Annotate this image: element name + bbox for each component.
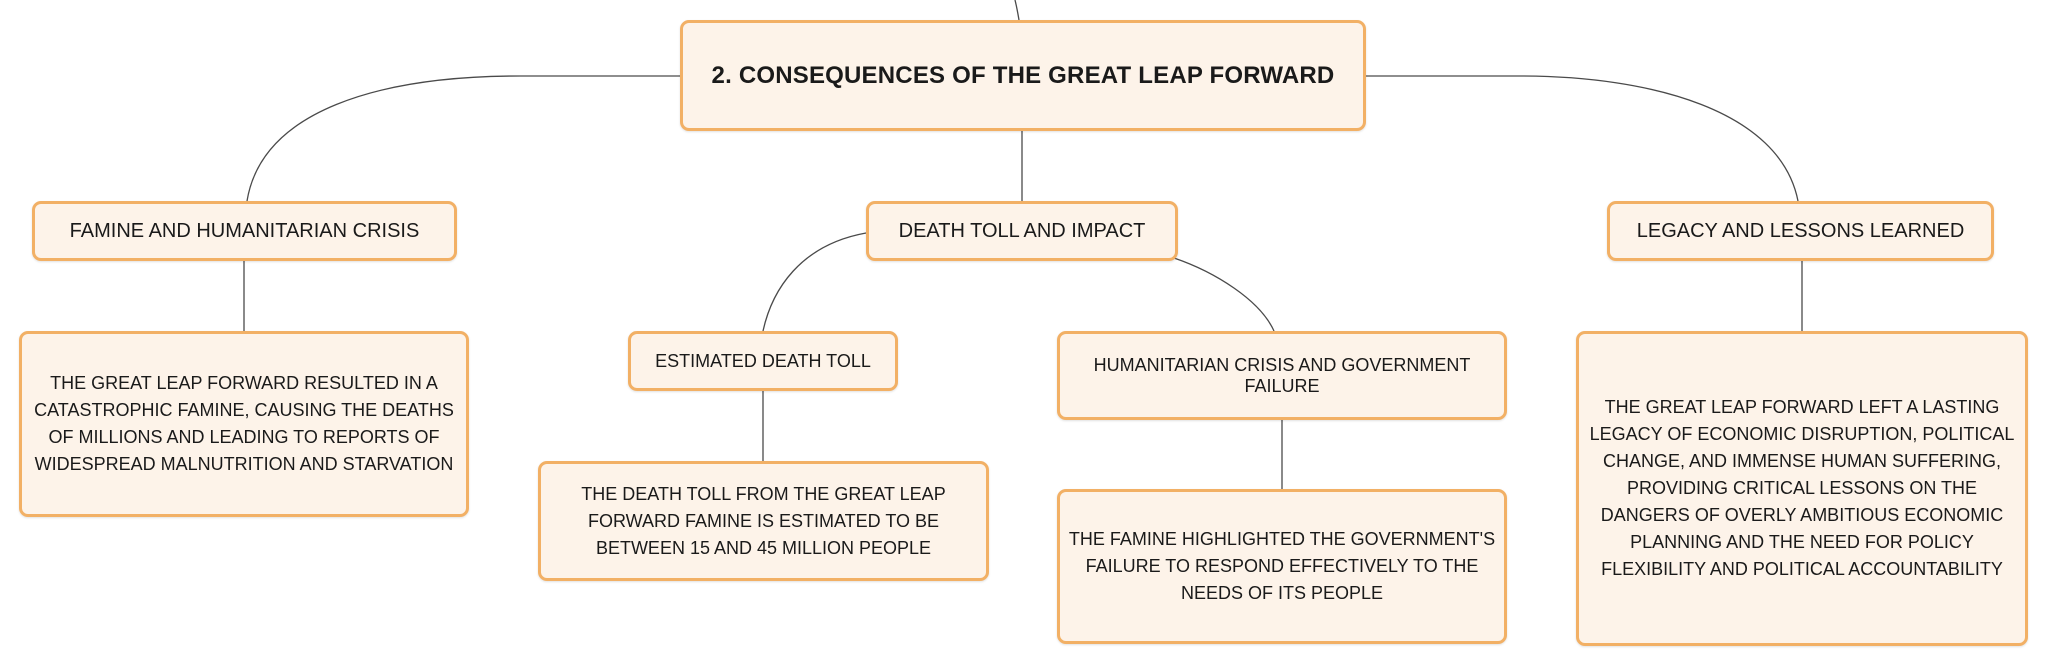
- root-topic-node[interactable]: 2. CONSEQUENCES OF THE GREAT LEAP FORWAR…: [680, 20, 1366, 131]
- topic-death-toll-node[interactable]: DEATH TOLL AND IMPACT: [866, 201, 1178, 261]
- famine-detail-node[interactable]: THE GREAT LEAP FORWARD RESULTED IN A CAT…: [19, 331, 469, 517]
- subtopic-government-failure-label: HUMANITARIAN CRISIS AND GOVERNMENT FAILU…: [1093, 354, 1471, 396]
- topic-legacy-node[interactable]: LEGACY AND LESSONS LEARNED: [1607, 201, 1994, 261]
- subtopic-estimated-death-toll-node[interactable]: ESTIMATED DEATH TOLL: [628, 331, 898, 391]
- subtopic-estimated-death-toll-label: ESTIMATED DEATH TOLL: [655, 350, 871, 371]
- government-failure-detail-text: THE FAMINE HIGHLIGHTED THE GOVERNMENT'S …: [1068, 529, 1496, 603]
- connector-root-to-legacy: [1366, 75, 1799, 202]
- root-topic-label: 2. CONSEQUENCES OF THE GREAT LEAP FORWAR…: [711, 61, 1335, 89]
- legacy-detail-text: THE GREAT LEAP FORWARD LEFT A LASTING LE…: [1589, 397, 2015, 579]
- connector-root-to-famine: [246, 75, 680, 202]
- estimated-death-toll-detail-text: THE DEATH TOLL FROM THE GREAT LEAP FORWA…: [581, 483, 946, 558]
- famine-detail-text: THE GREAT LEAP FORWARD RESULTED IN A CAT…: [34, 373, 454, 474]
- subtopic-government-failure-node[interactable]: HUMANITARIAN CRISIS AND GOVERNMENT FAILU…: [1057, 331, 1507, 420]
- connector-parent-stub: [1014, 0, 1020, 21]
- estimated-death-toll-detail-node[interactable]: THE DEATH TOLL FROM THE GREAT LEAP FORWA…: [538, 461, 989, 581]
- legacy-detail-node[interactable]: THE GREAT LEAP FORWARD LEFT A LASTING LE…: [1576, 331, 2028, 646]
- government-failure-detail-node[interactable]: THE FAMINE HIGHLIGHTED THE GOVERNMENT'S …: [1057, 489, 1507, 644]
- topic-death-toll-label: DEATH TOLL AND IMPACT: [898, 219, 1146, 242]
- topic-famine-label: FAMINE AND HUMANITARIAN CRISIS: [69, 219, 420, 242]
- connector-death-to-estimated: [762, 232, 867, 332]
- topic-famine-node[interactable]: FAMINE AND HUMANITARIAN CRISIS: [32, 201, 457, 261]
- connector-death-to-crisis: [1173, 257, 1275, 332]
- topic-legacy-label: LEGACY AND LESSONS LEARNED: [1636, 219, 1965, 242]
